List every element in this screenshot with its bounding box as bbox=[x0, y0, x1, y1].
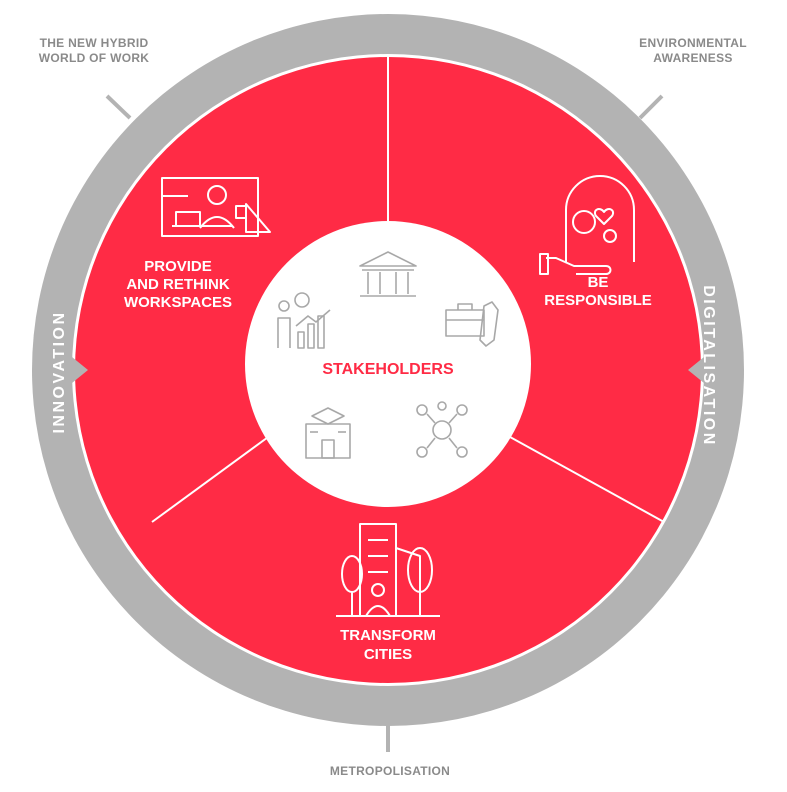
tick-top-left bbox=[105, 94, 132, 120]
segment-workspaces-line-3: WORKSPACES bbox=[124, 294, 232, 311]
briefcase-tie-icon bbox=[445, 301, 499, 347]
bank-building-icon bbox=[359, 251, 417, 297]
segment-responsible-text: BE RESPONSIBLE bbox=[544, 274, 652, 309]
segment-workspaces-text: PROVIDE AND RETHINK WORKSPACES bbox=[124, 258, 232, 311]
ring-label-digitalisation: DIGITALISATION bbox=[700, 285, 717, 447]
segment-workspaces-line-2: AND RETHINK bbox=[126, 276, 229, 293]
label-environmental-awareness: ENVIRONMENTAL AWARENESS bbox=[639, 36, 747, 65]
center-circle bbox=[245, 221, 531, 507]
arrow-notch-right bbox=[688, 357, 704, 383]
segment-cities-text: TRANSFORM CITIES bbox=[340, 627, 436, 663]
hand-globe-heart-icon bbox=[539, 175, 635, 275]
arrow-notch-left bbox=[72, 357, 88, 383]
school-building-icon bbox=[305, 407, 351, 459]
segment-responsible-line-2: RESPONSIBLE bbox=[544, 292, 652, 309]
ring-label-innovation: INNOVATION bbox=[51, 310, 68, 433]
center-title: STAKEHOLDERS bbox=[322, 361, 454, 378]
divider-lower-left bbox=[151, 431, 276, 523]
segment-cities-line-2: CITIES bbox=[364, 646, 412, 663]
people-network-icon bbox=[416, 401, 468, 458]
city-buildings-trees-icon bbox=[336, 523, 440, 617]
divider-lower-right bbox=[500, 431, 665, 523]
investor-growth-chart-icon bbox=[277, 292, 331, 349]
workspace-desk-icon bbox=[161, 177, 271, 237]
label-metropolisation: METROPOLISATION bbox=[329, 764, 451, 778]
tick-top-right bbox=[638, 94, 664, 120]
label-hybrid-work: THE NEW HYBRID WORLD OF WORK bbox=[38, 36, 150, 65]
segment-cities-line-1: TRANSFORM bbox=[340, 627, 436, 644]
segment-workspaces-line-1: PROVIDE bbox=[144, 258, 212, 275]
segment-responsible-line-1: BE bbox=[588, 274, 609, 291]
